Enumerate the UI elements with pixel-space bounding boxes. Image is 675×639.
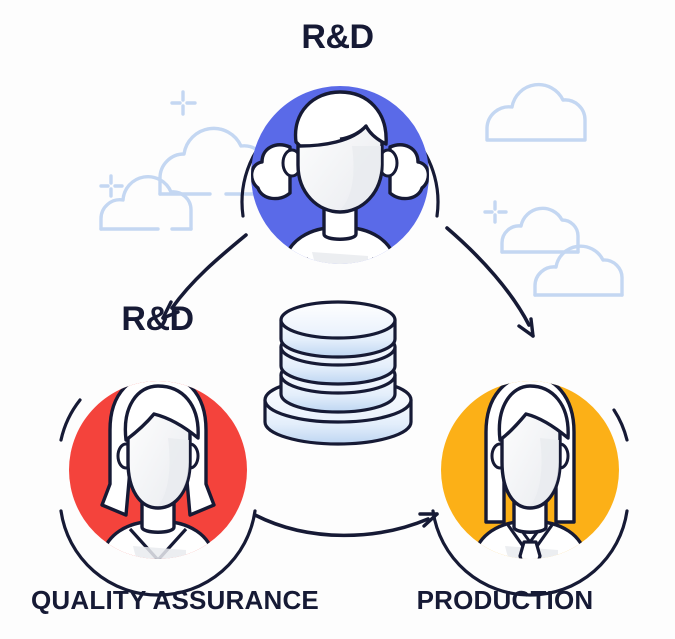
page-title-rnd: R&D [301,18,374,56]
label-rnd-secondary: R&D [121,300,194,338]
cloud-right-lower-icon [533,244,624,297]
arrow-rnd-to-production [445,226,535,338]
label-production: PRODUCTION [416,585,594,615]
sparkle-top-left-upper-icon [170,90,197,116]
production-outer-ring-arc [431,509,629,597]
database-disk-1-top [279,300,397,340]
label-quality-assurance: QUALITY ASSURANCE [31,585,319,615]
cloud-top-right-icon [485,82,587,142]
person-long-hair-avatar [99,381,217,559]
qa-outer-ring-arc [59,509,257,597]
person-with-pigtails-avatar [251,90,429,264]
cloud-top-left-small-icon [99,175,193,231]
sparkle-right-icon [483,200,508,224]
qa-outer-ring-arc-tail [59,398,82,442]
production-outer-ring-arc-tail [612,408,629,442]
sparkle-top-left-lower-icon [99,174,124,198]
arrow-rnd-to-quality-assurance [161,233,248,320]
person-with-necktie-avatar [471,381,589,559]
